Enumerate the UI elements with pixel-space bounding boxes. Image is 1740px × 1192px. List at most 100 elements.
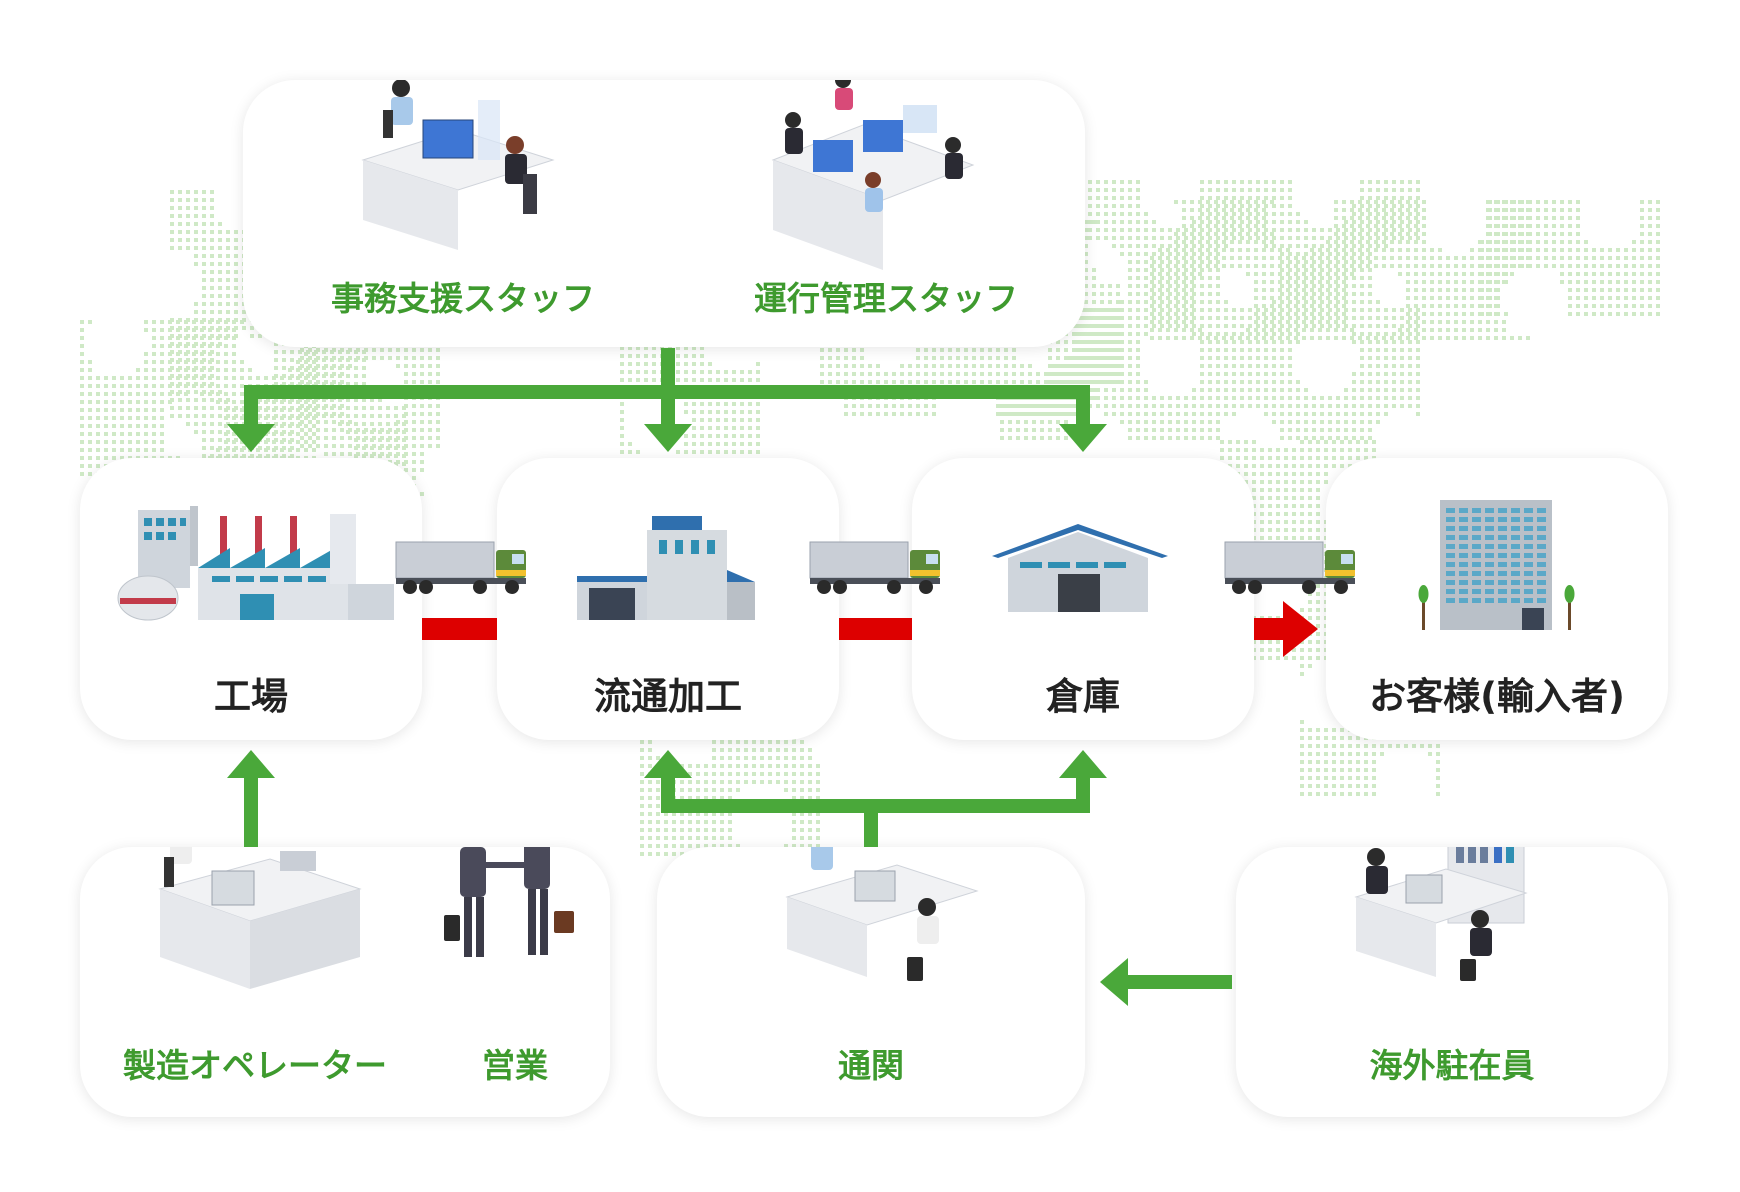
map-dot — [724, 418, 728, 422]
map-dot — [282, 382, 286, 386]
map-dot — [202, 262, 206, 266]
map-dot — [250, 454, 254, 458]
map-dot — [1280, 244, 1284, 248]
map-dot — [660, 362, 664, 366]
map-dot — [1080, 388, 1084, 392]
map-dot — [1264, 204, 1268, 208]
map-dot — [836, 372, 840, 376]
map-dot — [1224, 372, 1228, 376]
map-dot — [1288, 308, 1292, 312]
map-dot — [744, 740, 748, 744]
map-dot — [728, 780, 732, 784]
map-dot — [708, 418, 712, 422]
map-dot — [152, 416, 156, 420]
map-dot — [232, 368, 236, 372]
map-dot — [128, 408, 132, 412]
map-dot — [1216, 332, 1220, 336]
map-dot — [274, 406, 278, 410]
map-dot — [160, 376, 164, 380]
map-dot — [290, 374, 294, 378]
map-dot — [1232, 348, 1236, 352]
map-dot — [1264, 228, 1268, 232]
map-dot — [266, 454, 270, 458]
map-dot — [732, 370, 736, 374]
map-dot — [628, 370, 632, 374]
map-dot — [1192, 268, 1196, 272]
map-dot — [800, 788, 804, 792]
map-dot — [1376, 188, 1380, 192]
map-dot — [80, 392, 84, 396]
map-dot — [300, 404, 304, 408]
map-dot — [1060, 380, 1064, 384]
map-dot — [860, 348, 864, 352]
map-dot — [210, 358, 214, 362]
map-dot — [956, 356, 960, 360]
map-dot — [1296, 300, 1300, 304]
map-dot — [354, 414, 358, 418]
map-dot — [380, 428, 384, 432]
map-dot — [436, 420, 440, 424]
map-dot — [640, 796, 644, 800]
map-dot — [1076, 380, 1080, 384]
map-dot — [1280, 292, 1284, 296]
map-dot — [1076, 396, 1080, 400]
map-dot — [1076, 364, 1080, 368]
map-dot — [380, 452, 384, 456]
map-dot — [136, 408, 140, 412]
map-dot — [1256, 188, 1260, 192]
map-dot — [1136, 188, 1140, 192]
map-dot — [404, 404, 408, 408]
map-dot — [1400, 196, 1404, 200]
map-dot — [136, 400, 140, 404]
map-dot — [716, 410, 720, 414]
map-dot — [88, 400, 92, 404]
map-dot — [1152, 268, 1156, 272]
map-dot — [1064, 340, 1068, 344]
map-dot — [1096, 228, 1100, 232]
map-dot — [296, 432, 300, 436]
map-dot — [728, 804, 732, 808]
map-dot — [356, 452, 360, 456]
map-dot — [1384, 228, 1388, 232]
map-dot — [1328, 396, 1332, 400]
map-dot — [1376, 340, 1380, 344]
map-dot — [274, 398, 278, 402]
map-dot — [980, 348, 984, 352]
map-dot — [210, 294, 214, 298]
map-dot — [1400, 212, 1404, 216]
map-dot — [1400, 348, 1404, 352]
map-dot — [1416, 236, 1420, 240]
map-dot — [1296, 220, 1300, 224]
map-dot — [170, 246, 174, 250]
map-dot — [1304, 404, 1308, 408]
map-dot — [194, 246, 198, 250]
map-dot — [1036, 412, 1040, 416]
map-dot — [128, 384, 132, 388]
map-dot — [720, 836, 724, 840]
map-dot — [1240, 356, 1244, 360]
map-dot — [756, 402, 760, 406]
map-dot — [716, 426, 720, 430]
map-dot — [988, 356, 992, 360]
map-dot — [1296, 316, 1300, 320]
map-dot — [1100, 364, 1104, 368]
map-dot — [800, 756, 804, 760]
map-dot — [1184, 236, 1188, 240]
map-dot — [884, 404, 888, 408]
map-dot — [1096, 188, 1100, 192]
map-dot — [210, 198, 214, 202]
map-dot — [218, 246, 222, 250]
map-dot — [1272, 300, 1276, 304]
map-dot — [1224, 316, 1228, 320]
map-dot — [1072, 380, 1076, 384]
map-dot — [1344, 396, 1348, 400]
map-dot — [1264, 348, 1268, 352]
map-dot — [144, 440, 148, 444]
map-dot — [932, 388, 936, 392]
map-dot — [980, 380, 984, 384]
map-dot — [312, 440, 316, 444]
map-dot — [1280, 348, 1284, 352]
map-dot — [1084, 380, 1088, 384]
map-dot — [210, 302, 214, 306]
map-dot — [1216, 252, 1220, 256]
